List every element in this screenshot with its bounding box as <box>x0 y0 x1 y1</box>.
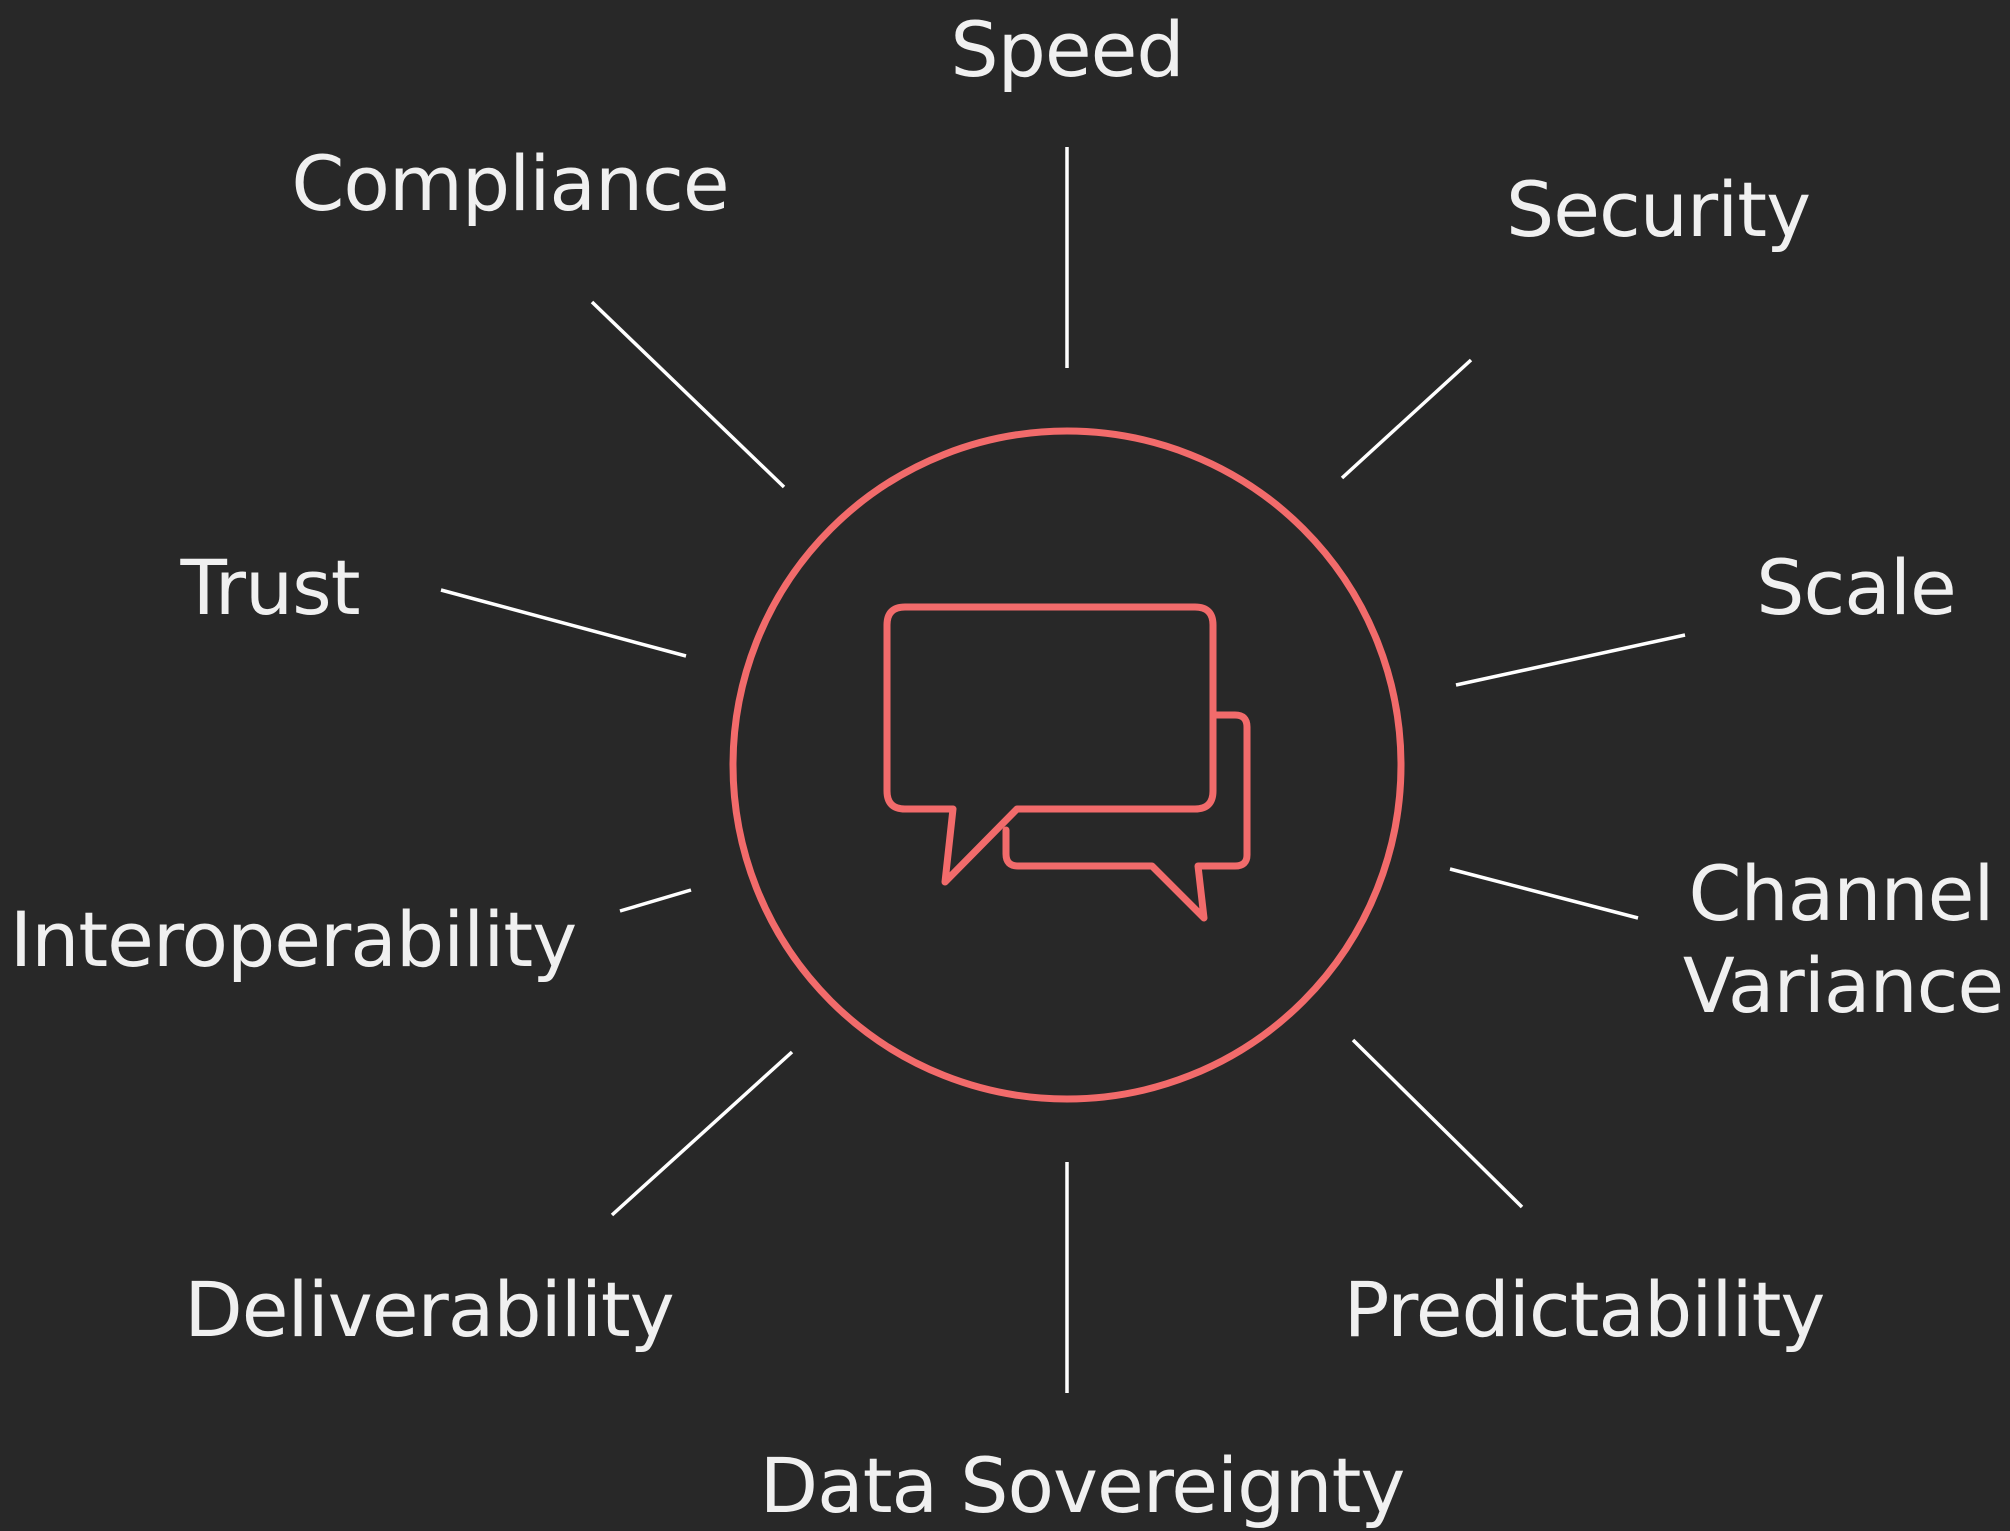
spoke-predictability <box>1351 1038 1524 1209</box>
label-scale: Scale <box>1756 543 1955 632</box>
label-predictability: Predictability <box>1344 1265 1825 1354</box>
label-channel-variance-line2: Variance <box>1683 941 2003 1030</box>
label-speed: Speed <box>950 5 1183 94</box>
label-trust: Trust <box>179 543 359 632</box>
spoke-trust <box>440 588 687 658</box>
chat-bubbles-icon <box>883 603 1251 922</box>
center-circle <box>729 427 1405 1103</box>
label-channel-variance-line1: Channel <box>1688 849 1993 938</box>
back-speech-bubble <box>1002 711 1251 922</box>
label-compliance: Compliance <box>291 139 728 228</box>
spoke-channel-variance <box>1449 867 1639 920</box>
spoke-deliverability <box>610 1050 794 1217</box>
spoke-scale <box>1455 633 1686 687</box>
label-deliverability: Deliverability <box>184 1265 673 1354</box>
spoke-compliance <box>590 300 786 489</box>
spoke-interoperability <box>619 888 692 913</box>
label-data-sovereignty: Data Sovereignty <box>760 1441 1405 1530</box>
label-security: Security <box>1506 165 1810 254</box>
label-interoperability: Interoperability <box>10 895 576 984</box>
spoke-security <box>1340 358 1473 480</box>
front-speech-bubble <box>883 603 1217 886</box>
